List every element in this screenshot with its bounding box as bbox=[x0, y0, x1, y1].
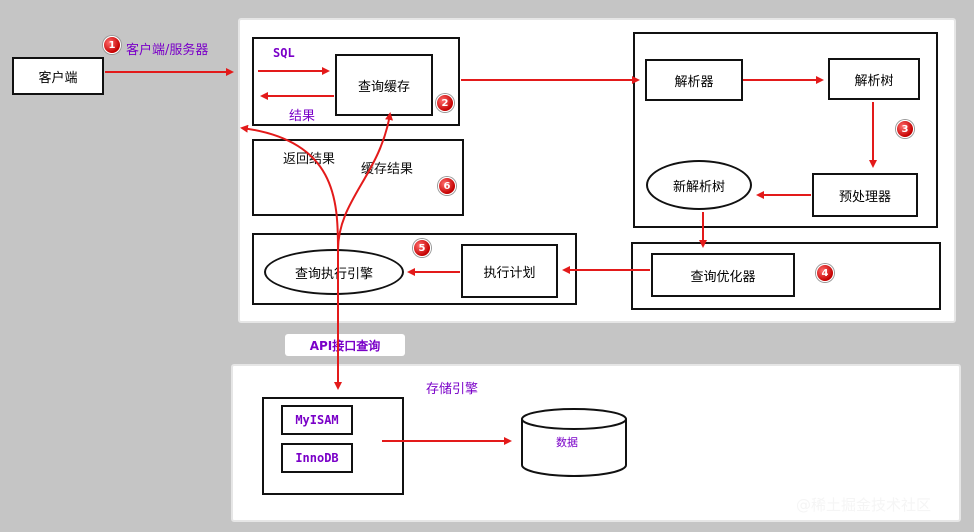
badge-1: 1 bbox=[103, 36, 121, 54]
preprocessor-box: 预处理器 bbox=[812, 173, 918, 217]
parse-tree-box: 解析树 bbox=[828, 58, 920, 100]
parser-label: 解析器 bbox=[674, 74, 714, 90]
watermark: @稀土掘金技术社区 bbox=[796, 496, 932, 514]
new-parse-tree-ellipse: 新解析树 bbox=[646, 160, 752, 210]
client-server-label: 客户端/服务器 bbox=[126, 43, 209, 58]
badge-2: 2 bbox=[436, 94, 454, 112]
data-label: 数据 bbox=[556, 436, 578, 449]
cache-result-label: 缓存结果 bbox=[361, 162, 414, 177]
innodb-box: InnoDB bbox=[281, 443, 353, 473]
return-results-label: 返回结果 bbox=[283, 152, 336, 167]
sql-label: SQL bbox=[273, 46, 295, 60]
badge-3: 3 bbox=[896, 120, 914, 138]
execution-engine-label: 查询执行引擎 bbox=[294, 266, 373, 282]
parser-box: 解析器 bbox=[645, 59, 743, 101]
myisam-label: MyISAM bbox=[295, 413, 339, 427]
execution-plan-box: 执行计划 bbox=[461, 244, 558, 298]
api-label: API接口查询 bbox=[309, 338, 381, 353]
query-cache-label: 查询缓存 bbox=[357, 79, 410, 95]
badge-4: 4 bbox=[816, 264, 834, 282]
execution-plan-label: 执行计划 bbox=[483, 265, 536, 281]
optimizer-label: 查询优化器 bbox=[690, 269, 756, 285]
client-box: 客户端 bbox=[12, 57, 104, 95]
data-cylinder bbox=[521, 408, 627, 477]
myisam-box: MyISAM bbox=[281, 405, 353, 435]
query-cache-box: 查询缓存 bbox=[335, 54, 433, 116]
badge-6: 6 bbox=[438, 177, 456, 195]
execution-engine-ellipse: 查询执行引擎 bbox=[264, 249, 404, 295]
storage-title: 存储引擎 bbox=[426, 382, 479, 397]
client-label: 客户端 bbox=[38, 70, 78, 86]
parse-tree-label: 解析树 bbox=[854, 73, 894, 89]
preprocessor-label: 预处理器 bbox=[838, 189, 891, 205]
innodb-label: InnoDB bbox=[295, 451, 339, 465]
optimizer-box: 查询优化器 bbox=[651, 253, 795, 297]
api-label-box: API接口查询 bbox=[285, 334, 405, 356]
new-parse-tree-label: 新解析树 bbox=[672, 179, 725, 195]
badge-5: 5 bbox=[413, 239, 431, 257]
result-label: 结果 bbox=[289, 109, 316, 124]
